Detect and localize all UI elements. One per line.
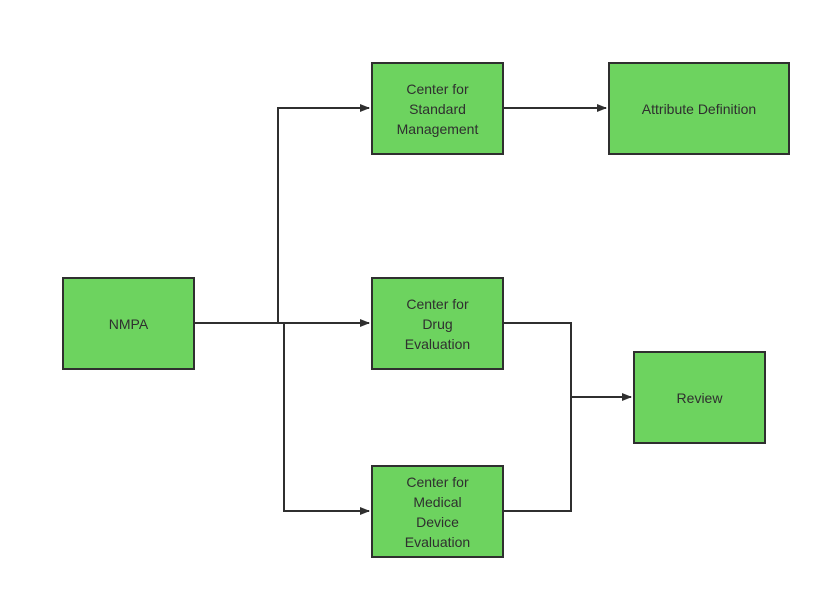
edge-medical-device-evaluation-to-review — [504, 397, 572, 512]
node-center-standard-management[interactable]: Center for Standard Management — [371, 62, 504, 155]
node-center-medical-device-evaluation[interactable]: Center for Medical Device Evaluation — [371, 465, 504, 558]
node-center-medical-device-evaluation-label: Center for Medical Device Evaluation — [404, 473, 471, 550]
node-attribute-definition-label: Attribute Definition — [641, 100, 757, 117]
node-nmpa[interactable]: NMPA — [62, 277, 195, 370]
node-center-drug-evaluation[interactable]: Center for Drug Evaluation — [371, 277, 504, 370]
node-review[interactable]: Review — [633, 351, 766, 444]
node-nmpa-label: NMPA — [108, 315, 149, 332]
node-review-label: Review — [676, 389, 723, 406]
node-center-drug-evaluation-label: Center for Drug Evaluation — [404, 295, 471, 352]
node-attribute-definition[interactable]: Attribute Definition — [608, 62, 790, 155]
edge-drug-evaluation-to-review — [504, 322, 632, 401]
edge-nmpa-to-medical-device-evaluation — [283, 323, 370, 515]
edge-nmpa-to-standard-management — [195, 104, 370, 324]
node-center-standard-management-label: Center for Standard Management — [396, 80, 479, 137]
